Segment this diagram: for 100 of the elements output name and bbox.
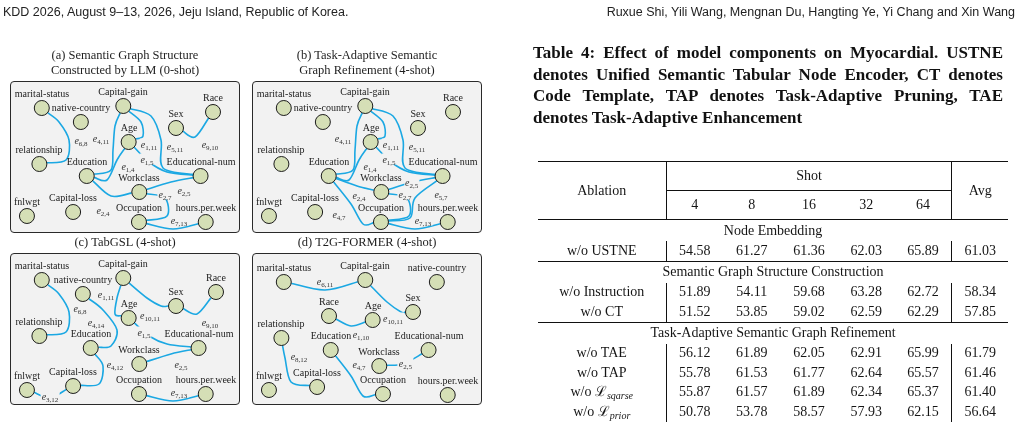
score-value: 56.12: [679, 345, 711, 361]
score-value: 62.72: [907, 284, 939, 300]
row-label: w/o TAP: [576, 364, 627, 380]
score-value: 65.99: [907, 345, 939, 361]
feature-label: Workclass: [118, 172, 160, 183]
feature-label: Capital-gain: [98, 86, 148, 97]
edge-label: e$_{1,5}$: [139, 153, 155, 165]
edge-line: [336, 147, 368, 182]
feature-label: Occupation: [357, 202, 405, 213]
edge-line: [182, 297, 212, 316]
edge-line: [94, 112, 121, 175]
score-value: 61.79: [964, 345, 996, 361]
edge-line: [291, 281, 358, 291]
row-label: w/o CT: [580, 303, 623, 319]
feature-label: Sex: [410, 108, 426, 119]
score-value: 65.37: [907, 384, 939, 400]
feature-label: Capital-loss: [49, 366, 97, 377]
edge-line: [80, 353, 104, 387]
score-value: 50.78: [679, 403, 711, 419]
edge-line: [387, 176, 436, 191]
edge-line: [388, 193, 412, 222]
feature-label: hours.per.week: [175, 202, 237, 213]
edge-line: [388, 180, 438, 222]
edge-label: e$_{10,11}$: [382, 312, 404, 324]
feature-label: hours.per.week: [417, 375, 479, 386]
feature-label: marital-status: [14, 88, 70, 99]
feature-label: relationship: [15, 144, 63, 155]
author-list: Ruxue Shi, Yili Wang, Mengnan Du, Hangting Ye, Yi Chang and Xin Wang: [606, 5, 1015, 20]
feature-label: Capital-loss: [291, 192, 339, 203]
feature-label: marital-status: [256, 88, 312, 99]
column-header: Avg: [968, 182, 992, 198]
panel-title: (d) T2G-FORMER (4-shot): [296, 235, 438, 250]
feature-label: Race: [443, 92, 463, 103]
score-value: 62.91: [850, 345, 882, 361]
score-value: 62.15: [907, 403, 939, 419]
edge-label: e$_{2,5}$: [397, 357, 413, 369]
panel-title: (a) Semantic Graph Structure Constructed by LLM (0-shot): [49, 48, 201, 78]
score-value: 61.77: [793, 364, 825, 380]
edge-line: [146, 394, 199, 402]
feature-label: Education: [310, 330, 352, 341]
feature-label: Sex: [405, 292, 421, 303]
row-label: w/o Instruction: [559, 284, 645, 300]
score-value: 61.36: [793, 242, 825, 258]
feature-label: Capital-gain: [340, 260, 390, 271]
feature-label: Sex: [168, 108, 184, 119]
score-value: 59.68: [793, 284, 825, 300]
score-value: 55.78: [679, 364, 711, 380]
column-header: 16: [801, 197, 816, 212]
feature-label: marital-status: [256, 262, 312, 273]
feature-label: Educational-num: [164, 328, 234, 339]
edge-label: e$_{3,12}$: [40, 390, 60, 402]
edge-line: [46, 284, 71, 336]
edge-line: [145, 348, 192, 363]
score-value: 57.85: [964, 303, 996, 319]
edge-line: [375, 146, 436, 176]
feature-label: hours.per.week: [175, 374, 237, 385]
score-value: 57.93: [850, 403, 882, 419]
feature-label: Occupation: [359, 374, 407, 385]
feature-label: fnlwgt: [13, 370, 41, 381]
edge-line: [335, 355, 376, 398]
score-value: 62.34: [850, 384, 882, 400]
score-value: 62.29: [907, 303, 939, 319]
score-value: 58.57: [793, 403, 825, 419]
edge-line: [333, 181, 374, 226]
feature-label: native-country: [407, 262, 467, 273]
row-label: w/o ℒ$_{prior}$: [573, 403, 631, 419]
score-value: 62.59: [850, 303, 882, 319]
edge-line: [92, 180, 132, 198]
score-value: 55.87: [679, 384, 711, 400]
score-value: 53.85: [736, 303, 768, 319]
feature-label: relationship: [15, 316, 63, 327]
score-value: 61.57: [736, 384, 768, 400]
edge-line: [128, 110, 145, 140]
edge-label: e$_{1,5}$: [381, 153, 397, 165]
score-value: 56.64: [964, 403, 996, 419]
score-value: 61.40: [964, 384, 996, 400]
row-label: w/o TAE: [576, 345, 627, 361]
edge-line: [335, 318, 367, 327]
score-value: 61.89: [736, 345, 768, 361]
edge-line: [371, 107, 436, 176]
row-label: w/o ℒ$_{sqarse}$: [570, 384, 634, 400]
score-value: 65.89: [907, 242, 939, 258]
feature-label: Race: [203, 92, 223, 103]
feature-label: Capital-loss: [293, 367, 341, 378]
feature-label: Capital-loss: [49, 192, 97, 203]
feature-label: Education: [308, 156, 350, 167]
score-value: 63.28: [850, 284, 882, 300]
feature-label: Occupation: [115, 374, 163, 385]
feature-label: Sex: [168, 286, 184, 297]
feature-label: Educational-num: [408, 156, 478, 167]
feature-label: Age: [120, 298, 138, 309]
score-value: 58.34: [964, 284, 996, 300]
feature-label: Workclass: [360, 172, 402, 183]
score-value: 54.58: [679, 242, 711, 258]
feature-label: native-country: [293, 102, 353, 113]
feature-label: native-country: [51, 102, 111, 113]
edge-line: [128, 282, 169, 308]
score-value: 51.89: [679, 284, 711, 300]
score-value: 61.46: [964, 364, 996, 380]
feature-label: Education: [66, 156, 108, 167]
